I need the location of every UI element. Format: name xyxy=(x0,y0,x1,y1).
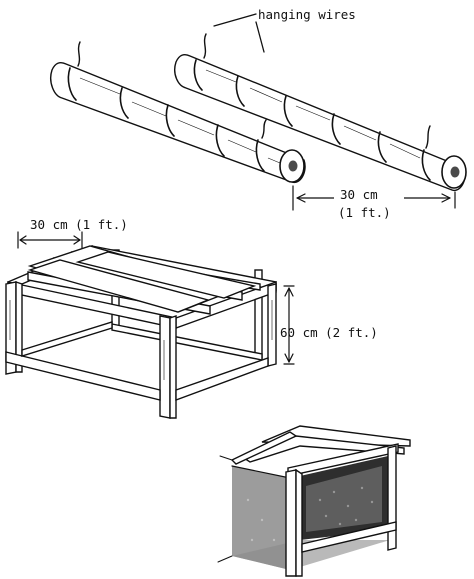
pole-spacing-dimension: 30 cm (1 ft.) xyxy=(292,185,456,220)
pole-spacing-label: 30 cm xyxy=(340,187,378,202)
hanging-wires-leader xyxy=(213,13,257,27)
cloth-texture xyxy=(246,486,374,542)
slat-spacing-label: 30 cm (1 ft.) xyxy=(30,217,128,232)
bamboo-poles-figure: hanging wires 30 cm (1 ft.) xyxy=(50,7,467,220)
bamboo-pole-front xyxy=(50,41,306,184)
rack-frame-figure: 30 cm (1 ft.) xyxy=(5,217,378,419)
hanging-wires-label: hanging wires xyxy=(258,7,356,22)
hanging-wires-leader-2 xyxy=(255,21,265,53)
frame-height-dimension: 60 cm (2 ft.) xyxy=(280,285,378,365)
slat-spacing-dimension: 30 cm (1 ft.) xyxy=(17,217,128,249)
pole-spacing-imperial-label: (1 ft.) xyxy=(338,205,391,220)
frame-height-label: 60 cm (2 ft.) xyxy=(280,325,378,340)
bamboo-pole-back xyxy=(174,33,467,192)
lined-rack-detail-figure xyxy=(217,424,411,577)
